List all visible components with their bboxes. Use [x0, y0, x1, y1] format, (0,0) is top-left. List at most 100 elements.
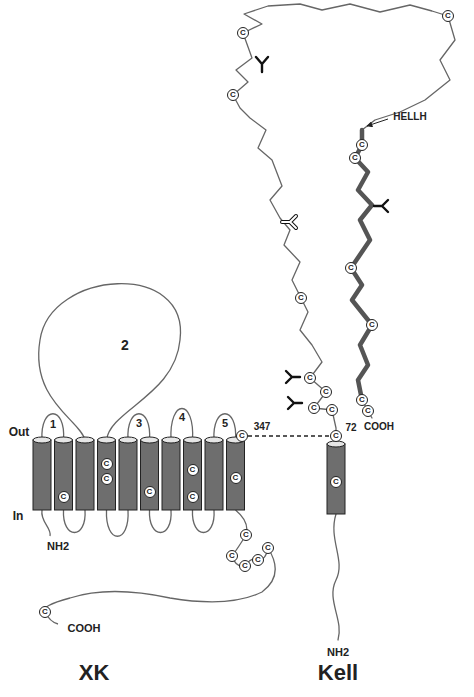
cysteine-circle: C	[320, 386, 332, 398]
intracellular-loop	[106, 510, 128, 536]
residue-letter: C	[42, 608, 48, 616]
protein-name: Kell	[318, 662, 358, 684]
cysteine-circle: C	[362, 405, 374, 417]
residue-letter: C	[298, 294, 304, 302]
transmembrane-helix	[55, 440, 73, 510]
cysteine-circle: C	[39, 606, 51, 618]
kell-extracellular-chain	[233, 4, 448, 436]
cysteine-circle: C	[187, 491, 199, 503]
cysteine-circle: C	[237, 27, 249, 39]
residue-number: 347	[254, 422, 271, 432]
loop-number: 5	[222, 418, 228, 429]
cysteine-circle: C	[58, 491, 70, 503]
cysteine-circle: C	[101, 473, 113, 485]
residue-letter: C	[307, 374, 313, 382]
helix-cap	[33, 437, 51, 443]
cysteine-circle: C	[304, 372, 316, 384]
leader-arrow	[367, 119, 388, 126]
kell-extracellular-chain	[351, 16, 455, 418]
residue-letter: C	[445, 12, 451, 20]
transmembrane-helix	[33, 440, 51, 510]
helix-cap	[76, 437, 94, 443]
loop-number: 3	[136, 418, 142, 429]
glycosylation-mark	[288, 397, 302, 409]
cysteine-circle: C	[262, 542, 274, 554]
loop-number: 2	[121, 338, 129, 352]
transmembrane-helix	[184, 440, 202, 510]
cysteine-circle: C	[366, 319, 378, 331]
cysteine-circle: C	[326, 404, 338, 416]
cysteine-circle: C	[144, 486, 156, 498]
transmembrane-helix	[141, 440, 159, 510]
residue-letter: C	[352, 154, 358, 162]
cysteine-circle: C	[230, 472, 242, 484]
glycosylation-mark	[374, 200, 388, 212]
disulfide-bond	[248, 435, 330, 436]
residue-letter: C	[239, 432, 245, 440]
helix-cap	[162, 437, 180, 443]
residue-letter: C	[229, 552, 235, 560]
residue-letter: C	[233, 474, 239, 482]
cysteine-circle: C	[240, 529, 252, 541]
cysteine-circle: C	[308, 402, 320, 414]
terminus-label: NH2	[47, 541, 69, 552]
residue-letter: C	[311, 404, 317, 412]
residue-letter: C	[240, 29, 246, 37]
residue-letter: C	[255, 556, 261, 564]
cysteine-circle: C	[330, 430, 342, 442]
cysteine-circle: C	[252, 554, 264, 566]
glycosylation-mark	[282, 216, 296, 228]
residue-letter: C	[359, 141, 365, 149]
intracellular-loop	[149, 510, 171, 533]
helix-cap	[55, 437, 73, 443]
residue-letter: C	[190, 493, 196, 501]
residue-letter: C	[104, 475, 110, 483]
transmembrane-helix	[76, 440, 94, 510]
helix-cap	[184, 437, 202, 443]
n-terminal-tail	[42, 510, 50, 536]
helix-cap	[141, 437, 159, 443]
side-label: In	[13, 510, 24, 522]
cysteine-circle: C	[226, 550, 238, 562]
intracellular-loop	[192, 510, 214, 533]
c-terminal-tail	[44, 510, 275, 624]
cysteine-circle: C	[349, 152, 361, 164]
transmembrane-helix	[119, 440, 137, 510]
motif-label: HELLH	[393, 112, 426, 122]
glycosylation-mark	[286, 371, 300, 383]
cysteine-circle: C	[227, 89, 239, 101]
extracellular-loop	[214, 414, 236, 440]
residue-letter: C	[265, 544, 271, 552]
residue-letter: C	[242, 562, 248, 570]
extracellular-loop	[128, 414, 150, 440]
extracellular-loop	[39, 284, 181, 440]
loop-number: 1	[50, 419, 56, 430]
cysteine-circle: C	[239, 560, 251, 572]
residue-number: 72	[345, 423, 356, 433]
transmembrane-helix	[205, 440, 223, 510]
intracellular-loop	[63, 510, 85, 533]
cysteine-circle: C	[295, 292, 307, 304]
residue-letter: C	[104, 460, 110, 468]
residue-letter: C	[323, 388, 329, 396]
residue-letter: C	[190, 466, 196, 474]
cysteine-circle: C	[101, 458, 113, 470]
helix-cap	[205, 437, 223, 443]
residue-letter: C	[348, 264, 354, 272]
transmembrane-helix	[162, 440, 180, 510]
residue-letter: C	[230, 91, 236, 99]
transmembrane-helix	[227, 440, 245, 510]
glycosylation-mark	[256, 57, 268, 72]
residue-letter: C	[359, 396, 365, 404]
protein-name: XK	[79, 662, 110, 684]
cysteine-circle: C	[236, 430, 248, 442]
extracellular-loop	[42, 414, 64, 440]
cysteine-circle: C	[187, 464, 199, 476]
cysteine-circle: C	[345, 262, 357, 274]
transmembrane-helix	[327, 444, 345, 514]
residue-letter: C	[333, 478, 339, 486]
residue-letter: C	[365, 407, 371, 415]
